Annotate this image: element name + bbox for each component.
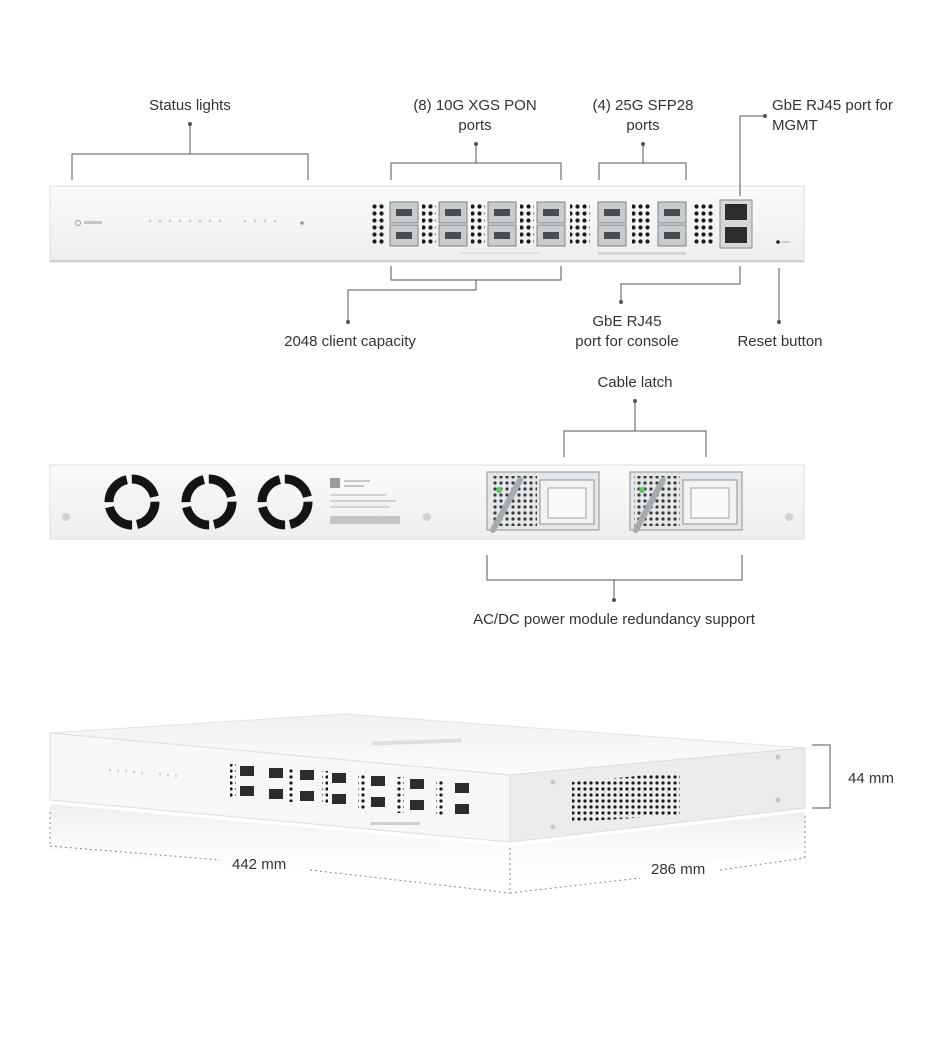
label-sfp28-line1: (4) 25G SFP28 bbox=[592, 97, 694, 114]
dimension-lines bbox=[49, 744, 831, 894]
label-dimension-depth: 286 mm bbox=[651, 861, 706, 878]
isometric-view bbox=[49, 713, 806, 890]
rear-callouts bbox=[486, 399, 743, 602]
label-sfp28-ports: (4) 25G SFP28 ports bbox=[580, 96, 706, 136]
fan-icon bbox=[104, 474, 313, 530]
rj45-port-icon bbox=[719, 199, 753, 249]
label-mgmt-line2: MGMT bbox=[772, 117, 818, 134]
label-xgs-pon-line2: ports bbox=[458, 117, 492, 134]
front-callouts bbox=[71, 114, 781, 324]
label-status-lights: Status lights bbox=[149, 97, 231, 114]
label-power-redundancy: AC/DC power module redundancy support bbox=[473, 611, 755, 628]
label-mgmt-line1: GbE RJ45 port for bbox=[772, 97, 893, 114]
label-xgs-pon-line1: (8) 10G XGS PON bbox=[413, 97, 537, 114]
label-console-line2: port for console bbox=[575, 333, 679, 350]
label-mgmt-port: GbE RJ45 port for MGMT bbox=[772, 96, 893, 136]
front-panel bbox=[49, 185, 805, 263]
label-dimension-height: 44 mm bbox=[848, 770, 894, 787]
label-xgs-pon-ports: (8) 10G XGS PON ports bbox=[400, 96, 550, 136]
regulatory-label-icon bbox=[330, 478, 400, 524]
label-console-port: GbE RJ45 port for console bbox=[560, 312, 694, 352]
label-client-capacity: 2048 client capacity bbox=[284, 333, 416, 350]
reset-button-icon bbox=[776, 240, 780, 244]
label-console-line1: GbE RJ45 bbox=[592, 313, 662, 330]
rear-panel bbox=[49, 464, 805, 540]
isometric-vent-icon bbox=[230, 764, 444, 817]
label-dimension-width: 442 mm bbox=[232, 856, 287, 873]
power-module-icon bbox=[486, 471, 743, 533]
label-reset-button: Reset button bbox=[737, 333, 823, 350]
label-sfp28-line2: ports bbox=[626, 117, 660, 134]
label-cable-latch: Cable latch bbox=[597, 374, 673, 391]
status-led-icon bbox=[148, 219, 304, 225]
ubiquiti-logo-icon bbox=[75, 220, 81, 226]
